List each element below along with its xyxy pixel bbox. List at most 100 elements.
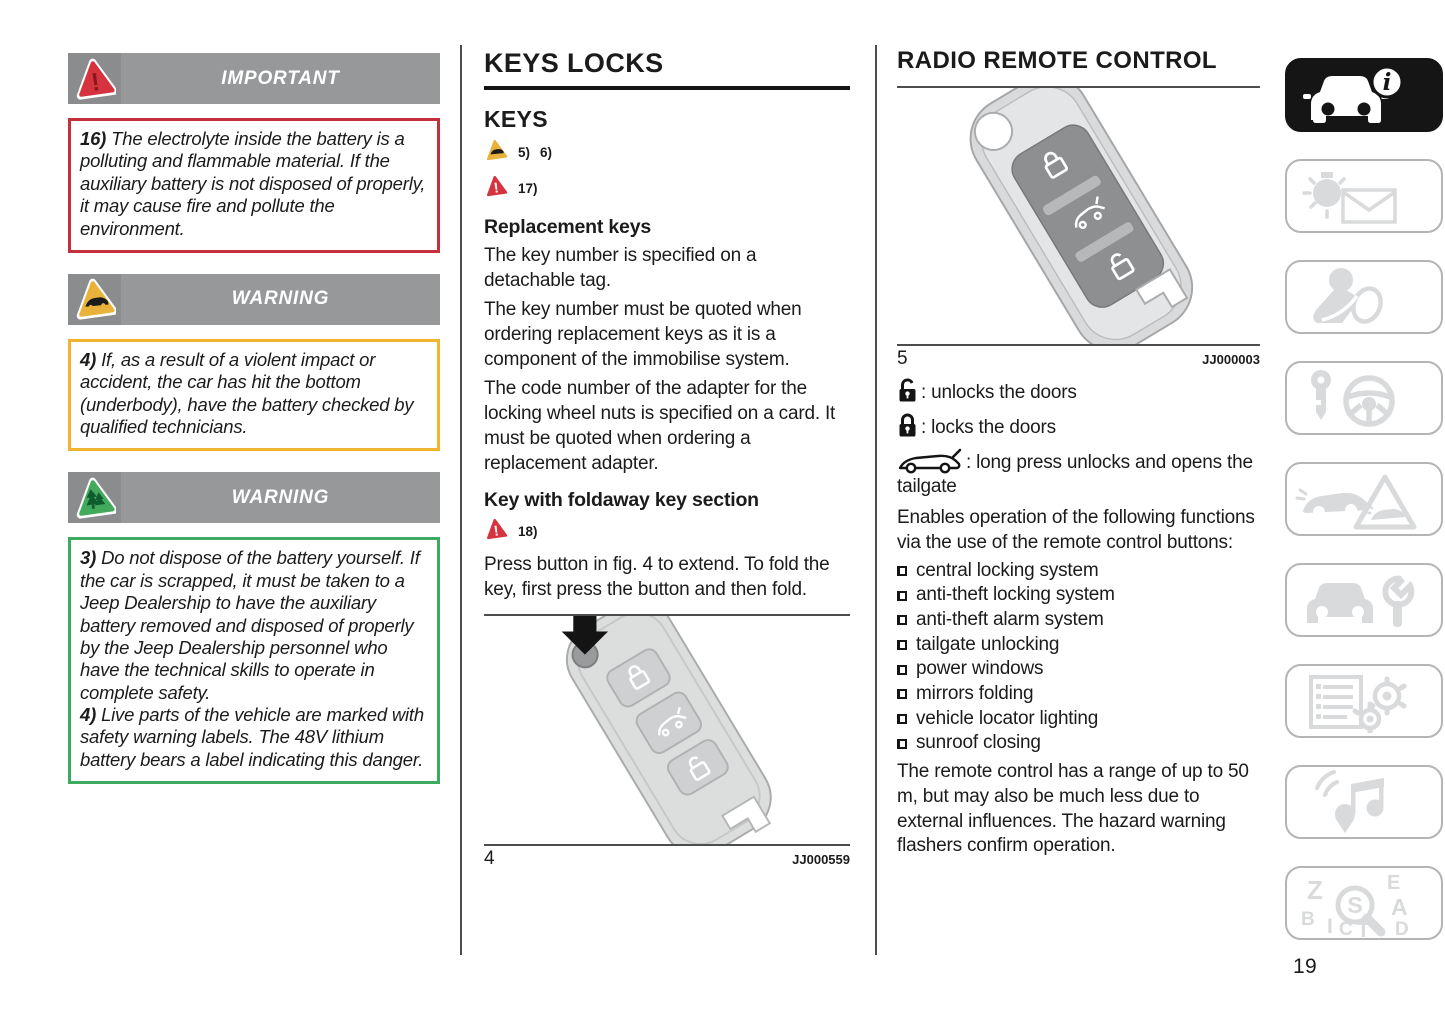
sidebar-tab-technical-data[interactable] bbox=[1285, 664, 1443, 738]
list-item: anti-theft locking system bbox=[897, 583, 1260, 608]
list-item-text: mirrors folding bbox=[916, 683, 1034, 705]
note-number: 16) bbox=[80, 128, 107, 149]
list-item-text: sunroof closing bbox=[916, 732, 1041, 754]
list-item: power windows bbox=[897, 657, 1260, 682]
figure-rule bbox=[484, 613, 850, 616]
note-number: 4) bbox=[80, 704, 97, 725]
figure-number: 5 bbox=[897, 348, 908, 369]
note-number: 3) bbox=[80, 547, 97, 569]
warning-header-2: WARNING bbox=[68, 472, 440, 524]
note-text: The electrolyte inside the battery is a … bbox=[80, 128, 426, 239]
svg-text:Z: Z bbox=[1307, 875, 1323, 905]
chapter-tab-sidebar: i bbox=[1285, 58, 1445, 967]
square-bullet-icon bbox=[897, 689, 907, 700]
figure-code: JJ000003 bbox=[1202, 352, 1260, 367]
warning-reference-row: 5) 6) bbox=[484, 138, 850, 167]
figure-5: 5 JJ000003 bbox=[897, 88, 1260, 370]
square-bullet-icon bbox=[897, 640, 907, 651]
section-title: KEYS LOCKS bbox=[484, 48, 850, 90]
paragraph: The code number of the adapter for the l… bbox=[484, 378, 836, 474]
square-bullet-icon bbox=[897, 664, 907, 675]
svg-text:I: I bbox=[1327, 915, 1333, 937]
warning-header-1: WARNING bbox=[68, 273, 440, 325]
list-item-text: power windows bbox=[916, 658, 1044, 680]
foldaway-key-heading: Key with foldaway key section bbox=[484, 489, 759, 512]
sidebar-tab-index[interactable]: Z E B A D I C T S bbox=[1285, 866, 1443, 940]
sidebar-tab-safety[interactable] bbox=[1285, 260, 1443, 334]
figure-4: 4 JJ000559 bbox=[484, 613, 850, 870]
keys-heading: KEYS bbox=[484, 106, 548, 132]
svg-text:E: E bbox=[1387, 872, 1400, 894]
important-header: ! IMPORTANT bbox=[68, 53, 440, 104]
svg-text:S: S bbox=[1347, 892, 1362, 918]
remote-control-illustration bbox=[897, 88, 1260, 344]
warning-header-label: WARNING bbox=[231, 486, 330, 508]
svg-text:i: i bbox=[1383, 69, 1392, 96]
sidebar-tab-starting-driving[interactable] bbox=[1285, 361, 1443, 435]
emergency-icon bbox=[1295, 474, 1417, 530]
important-reference-row: ! 18) bbox=[484, 517, 850, 546]
square-bullet-icon bbox=[897, 590, 907, 601]
figure-rule bbox=[484, 843, 850, 846]
legend-text: : long press unlocks and opens the tailg… bbox=[897, 451, 1253, 497]
legend-text: : locks the doors bbox=[921, 417, 1056, 439]
sidebar-tab-emergency[interactable] bbox=[1285, 462, 1443, 536]
list-item-text: vehicle locator lighting bbox=[916, 707, 1099, 729]
square-bullet-icon bbox=[897, 714, 907, 725]
warning-lights-icon bbox=[1302, 172, 1397, 224]
warning-ref: 6) bbox=[540, 145, 553, 160]
multimedia-icon bbox=[1315, 770, 1384, 833]
yellow-warning-triangle-icon bbox=[484, 138, 509, 167]
servicing-icon bbox=[1307, 575, 1415, 627]
lock-icon bbox=[899, 413, 916, 437]
svg-text:!: ! bbox=[493, 180, 500, 197]
paragraph: The key number is specified on a detacha… bbox=[484, 245, 757, 291]
square-bullet-icon bbox=[897, 615, 907, 626]
note-text: Live parts of the vehicle are marked wit… bbox=[80, 704, 424, 770]
functions-intro: Enables operation of the following funct… bbox=[897, 507, 1255, 553]
warning-note-box-1: 4)If, as a result of a violent impact or… bbox=[68, 338, 440, 452]
list-item: sunroof closing bbox=[897, 731, 1260, 756]
important-reference-row: ! 17) bbox=[484, 174, 850, 203]
note-text: Do not dispose of the battery yourself. … bbox=[80, 547, 420, 703]
legend-row-tailgate: : long press unlocks and opens the tailg… bbox=[897, 448, 1260, 500]
left-column: ! IMPORTANT 16)The electrolyte inside th… bbox=[68, 53, 440, 785]
section-title: RADIO REMOTE CONTROL bbox=[897, 47, 1260, 88]
list-item: vehicle locator lighting bbox=[897, 707, 1260, 732]
legend-row-unlock: : unlocks the doors bbox=[897, 377, 1260, 405]
paragraph: Press button in fig. 4 to extend. To fol… bbox=[484, 554, 830, 600]
radio-remote-control-section: RADIO REMOTE CONTROL bbox=[897, 47, 1260, 862]
page-number: 19 bbox=[1293, 955, 1317, 978]
important-note-box: 16)The electrolyte inside the battery is… bbox=[68, 118, 440, 253]
sidebar-tab-warning-lights[interactable] bbox=[1285, 159, 1443, 233]
square-bullet-icon bbox=[897, 738, 907, 749]
warning-ref: 5) bbox=[518, 145, 531, 160]
legend-row-lock: : locks the doors bbox=[897, 412, 1260, 440]
sidebar-tab-knowing-your-car[interactable]: i bbox=[1285, 58, 1443, 132]
sidebar-tab-servicing[interactable] bbox=[1285, 563, 1443, 637]
list-item-text: tailgate unlocking bbox=[916, 633, 1060, 655]
range-paragraph: The remote control has a range of up to … bbox=[897, 761, 1249, 857]
red-warning-triangle-icon: ! bbox=[484, 174, 509, 203]
red-warning-triangle-icon: ! bbox=[484, 517, 509, 546]
list-item: mirrors folding bbox=[897, 682, 1260, 707]
sidebar-tab-multimedia[interactable] bbox=[1285, 765, 1443, 839]
important-ref: 17) bbox=[518, 181, 538, 196]
figure-caption: 4 JJ000559 bbox=[484, 848, 850, 870]
unlock-icon bbox=[899, 378, 916, 402]
press-arrow-icon bbox=[561, 615, 609, 655]
list-item-text: central locking system bbox=[916, 559, 1099, 581]
list-item: anti-theft alarm system bbox=[897, 608, 1260, 633]
list-item: central locking system bbox=[897, 559, 1260, 584]
tailgate-icon bbox=[898, 448, 962, 474]
legend-text: : unlocks the doors bbox=[921, 382, 1077, 403]
column-divider-left bbox=[460, 45, 462, 955]
technical-data-icon bbox=[1309, 675, 1407, 733]
list-item-text: anti-theft locking system bbox=[916, 584, 1115, 606]
square-bullet-icon bbox=[897, 565, 907, 576]
paragraph: The key number must be quoted when order… bbox=[484, 299, 802, 370]
important-ref: 18) bbox=[518, 524, 538, 540]
figure-rule bbox=[897, 344, 1260, 346]
important-header-label: IMPORTANT bbox=[221, 67, 340, 89]
